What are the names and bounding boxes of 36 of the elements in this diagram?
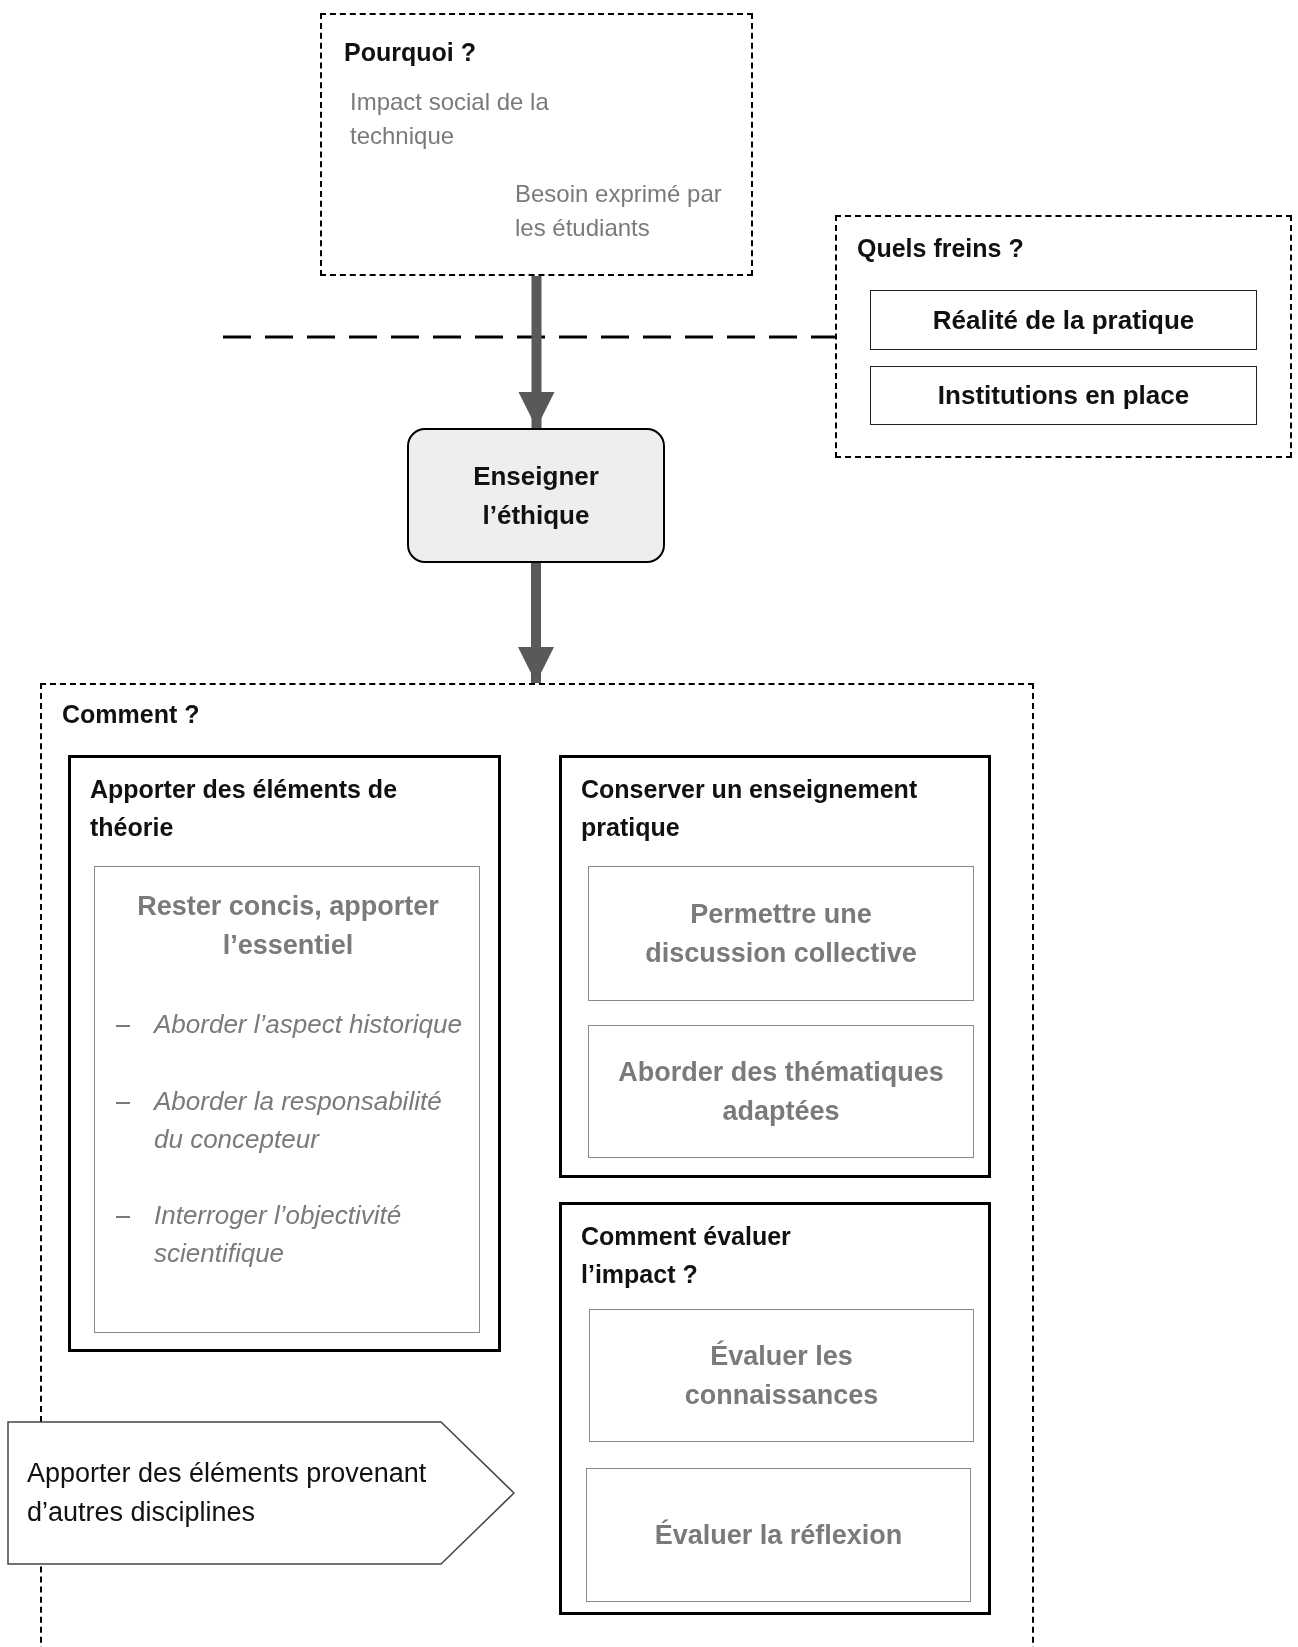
- note-text: Impact social de la technique: [350, 87, 550, 151]
- practice-item-box: [588, 1025, 974, 1158]
- box-label: Permettre une discussion collective: [644, 897, 918, 970]
- box-heading: Apporter des éléments de théorie: [90, 774, 399, 843]
- box-label: Enseigner l’éthique: [472, 459, 600, 532]
- obstacle-box: [870, 366, 1257, 425]
- evaluation-item-box: [589, 1309, 974, 1442]
- obstacle-box: [870, 290, 1257, 350]
- box-label: Évaluer les connaissances: [683, 1339, 880, 1412]
- content-box: [94, 866, 480, 1333]
- why-box: [320, 13, 753, 276]
- evaluation-item-box: [586, 1468, 971, 1602]
- box-label: Aborder des thématiques adaptées: [617, 1055, 945, 1128]
- box-heading: Pourquoi ?: [344, 37, 476, 68]
- list-item: Interroger l’objectivité scientifique: [154, 1199, 403, 1270]
- list-item: Aborder la responsabilité du concepteur: [154, 1085, 443, 1156]
- box-label: Apporter des éléments provenant d’autres disciplines: [27, 1457, 428, 1529]
- evaluation-box: [559, 1202, 991, 1615]
- box-heading: Conserver un enseignement pratique: [581, 774, 919, 843]
- practice-item-box: [588, 866, 974, 1001]
- list-item: Aborder l’aspect historique: [154, 1008, 463, 1041]
- pentagon-arrow-box: [7, 1421, 515, 1565]
- box-label: Réalité de la pratique: [932, 303, 1195, 337]
- box-heading: Comment ?: [62, 699, 200, 730]
- box-label: Évaluer la réflexion: [654, 1518, 903, 1552]
- arrow: [518, 276, 555, 428]
- box-heading: Quels freins ?: [857, 233, 1024, 264]
- central-box: [407, 428, 665, 563]
- theory-box: [68, 755, 501, 1352]
- box-heading: Comment évaluer l’impact ?: [581, 1221, 792, 1290]
- box-label: Institutions en place: [937, 379, 1190, 412]
- note-text: Besoin exprimé par les étudiants: [515, 179, 723, 243]
- obstacles-box: [835, 215, 1292, 458]
- practice-box: [559, 755, 991, 1178]
- arrow: [518, 563, 554, 683]
- box-label: Rester concis, apporter l’essentiel: [136, 890, 440, 962]
